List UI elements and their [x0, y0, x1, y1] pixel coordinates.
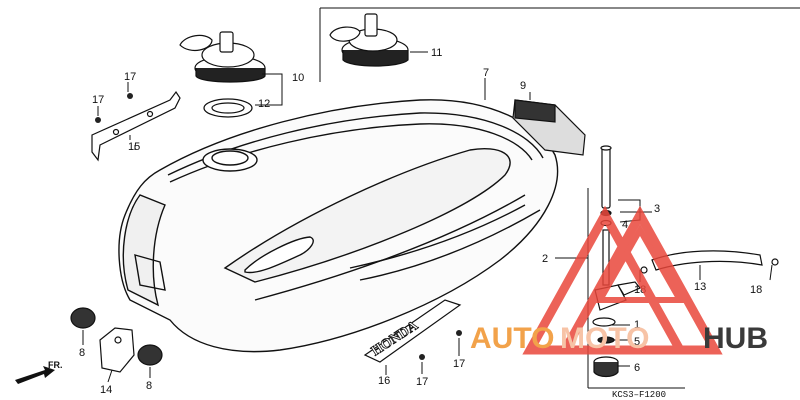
callout-10: 10 — [292, 72, 304, 84]
fuel-cap-11 — [329, 13, 409, 67]
callout-12: 12 — [258, 98, 270, 110]
callout-5: 5 — [634, 336, 640, 348]
callout-17d: 17 — [453, 358, 465, 370]
fuel-hose — [640, 250, 779, 274]
fuel-tank — [118, 99, 559, 353]
watermark-text: AUTO MOTO HUB — [470, 322, 768, 355]
front-arrow-icon — [15, 366, 55, 384]
watermark-logo-icon — [522, 205, 723, 355]
mount-bracket — [91, 90, 181, 162]
callout-15: 15 — [128, 141, 140, 153]
watermark-hub: HUB — [703, 322, 768, 355]
diagram-code: KCS3–F1200 — [612, 390, 666, 400]
cap-gasket — [203, 98, 253, 118]
watermark-auto: AUTO — [470, 322, 554, 355]
callout-3: 3 — [654, 203, 660, 215]
callout-17c: 17 — [416, 376, 428, 388]
callout-8a: 8 — [79, 347, 85, 359]
callout-17a: 17 — [124, 71, 136, 83]
callout-13: 13 — [694, 281, 706, 293]
callout-18b: 18 — [750, 284, 762, 296]
callout-4: 4 — [622, 219, 628, 231]
fuel-cap-10 — [179, 31, 266, 83]
callout-labels: 1 2 3 4 5 6 7 8 8 9 10 11 12 13 14 15 16… — [79, 47, 762, 396]
callout-7: 7 — [483, 67, 489, 79]
tank-clip — [99, 327, 135, 373]
callout-9: 9 — [520, 80, 526, 92]
tank-cushion — [512, 99, 586, 156]
callout-8b: 8 — [146, 380, 152, 392]
watermark-moto: MOTO — [560, 322, 649, 355]
callout-1: 1 — [634, 319, 640, 331]
screw-icon — [95, 93, 462, 360]
callout-6: 6 — [634, 362, 640, 374]
callout-14: 14 — [100, 384, 112, 396]
callout-16: 16 — [378, 375, 390, 387]
rubber-cushion — [70, 307, 163, 366]
callout-17b: 17 — [92, 94, 104, 106]
direction-label: FR. — [48, 360, 63, 370]
callout-2: 2 — [542, 253, 548, 265]
callout-11: 11 — [431, 47, 442, 59]
